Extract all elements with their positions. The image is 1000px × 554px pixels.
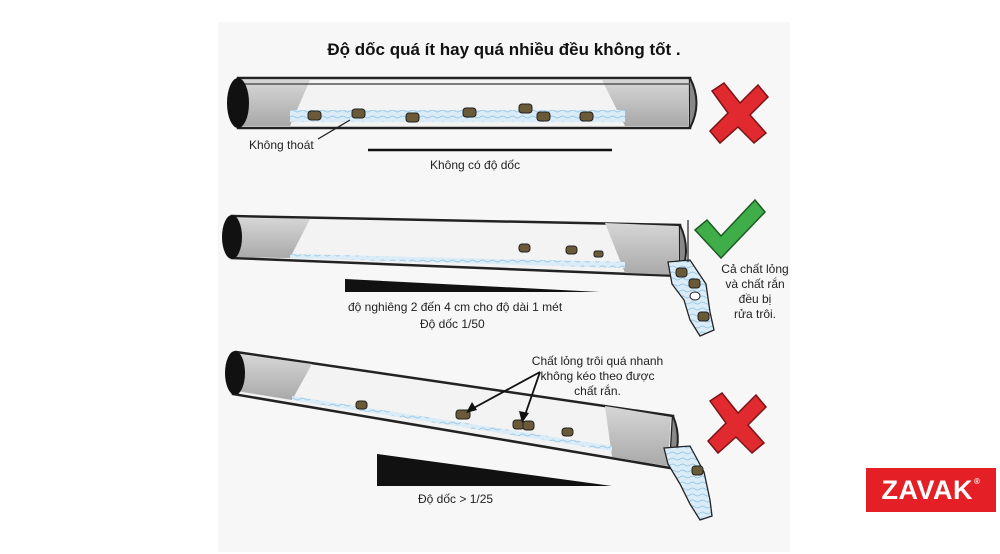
- label-no-drain: Không thoát: [249, 138, 314, 152]
- leader-line-no-drain: [317, 119, 351, 140]
- label-no-slope: Không có độ dốc: [430, 158, 521, 172]
- pipe-steep-slope: [225, 350, 679, 470]
- callout-line: chất rắn.: [574, 384, 621, 398]
- callout-line: không kéo theo được: [540, 369, 655, 383]
- label-steep-ratio: Độ dốc > 1/25: [418, 492, 494, 506]
- cross-icon-steep: [706, 391, 768, 455]
- outflow-gentle: [667, 259, 715, 337]
- side-note-washed-away: Cả chất lỏng và chất rắn đều bị rửa trôi…: [715, 262, 795, 322]
- solids-flat: [307, 103, 594, 123]
- outflow-steep: [663, 445, 713, 521]
- side-note-line: và chất rắn: [725, 277, 785, 291]
- solids-steep: [355, 400, 574, 437]
- side-note-line: rửa trôi.: [733, 307, 777, 321]
- side-note-line: đều bị: [738, 292, 772, 306]
- logo-text: ZAVAK: [881, 474, 974, 505]
- pipe-gentle-slope: [222, 214, 687, 278]
- callout-arrows: [466, 371, 541, 423]
- solids-gentle: [518, 243, 604, 258]
- side-note-line: Cả chất lỏng: [721, 262, 789, 276]
- callout-line: Chất lỏng trôi quá nhanh: [531, 354, 664, 368]
- slope-wedge-steep: [377, 454, 612, 486]
- logo-registered-mark: ®: [974, 476, 981, 486]
- zavak-logo: ZAVAK®: [866, 468, 996, 512]
- diagram-title: Độ dốc quá ít hay quá nhiều đều không tố…: [327, 40, 681, 59]
- slope-wedge-gentle: [345, 279, 600, 292]
- callout-too-fast: Chất lỏng trôi quá nhanh không kéo theo …: [520, 354, 675, 399]
- pipe-flat: [227, 76, 698, 130]
- label-slope-range: độ nghiêng 2 đến 4 cm cho độ dài 1 mét: [348, 300, 563, 314]
- cross-icon: [708, 81, 770, 145]
- label-slope-ratio: Độ dốc 1/50: [420, 317, 485, 331]
- check-icon: [693, 198, 767, 260]
